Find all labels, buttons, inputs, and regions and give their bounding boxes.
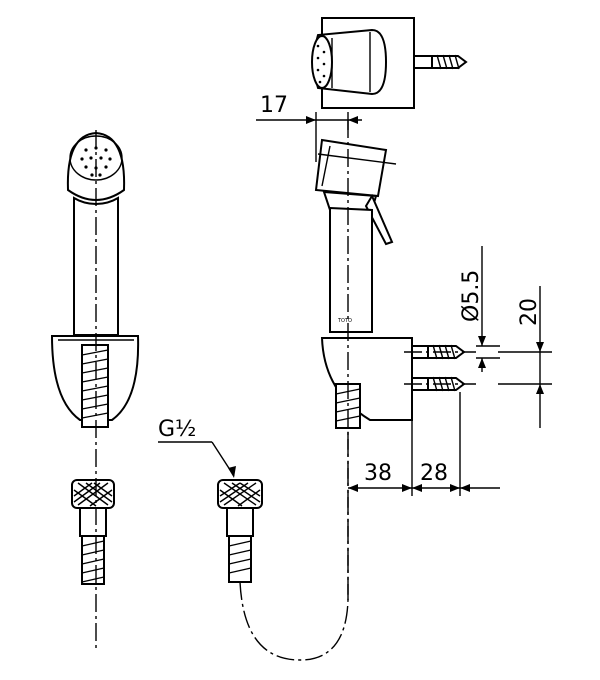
dim-label-diameter: Ø5.5 [459,270,484,322]
dimension-17 [256,112,397,165]
thread-leader [158,441,236,478]
dimension-diameter [476,246,500,372]
dim-label-17: 17 [260,93,288,118]
dimension-20 [498,286,552,428]
hose-connector-middle [217,479,263,583]
dim-label-28: 28 [420,461,448,486]
spray-side-view: TOTO [314,138,466,429]
svg-text:TOTO: TOTO [337,318,352,324]
hose-ribs-left [81,349,109,419]
thread-label: G½ [158,417,196,442]
spray-front-view [50,131,140,428]
nozzle-holes [80,146,112,177]
dim-label-38: 38 [364,461,392,486]
dimension-38-28 [348,392,500,496]
wall-holder-top-view [311,17,468,109]
hose-connector-left [71,479,115,585]
dim-label-20: 20 [517,298,542,326]
hose-path [239,425,349,661]
